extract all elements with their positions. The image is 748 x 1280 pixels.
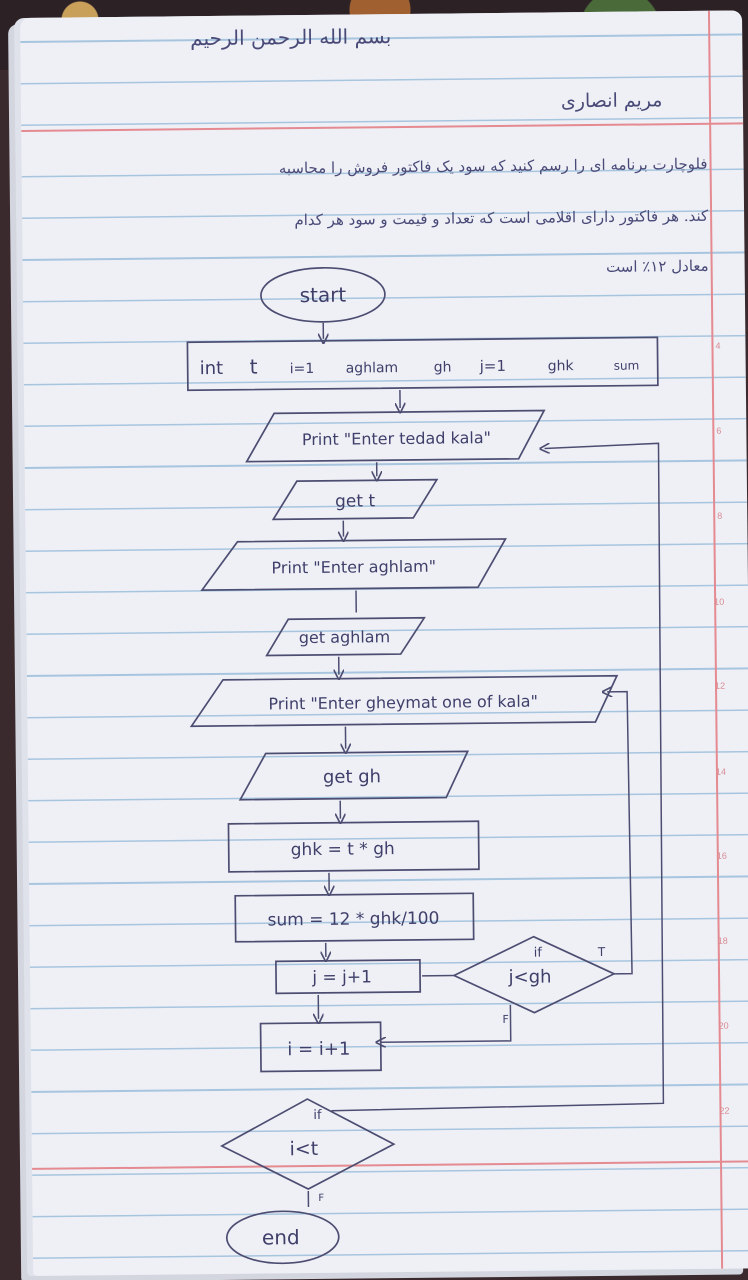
get-aghlam-label: get aghlam (299, 627, 390, 647)
calc-ghk-process (227, 820, 480, 873)
decision-i-condition: i<t (289, 1138, 318, 1160)
flowchart: start int t i=1 aghlam gh j=1 ghk sum Pr… (186, 266, 665, 1265)
inc-j-process (275, 959, 422, 995)
calc-sum-label: sum = 12 * ghk/100 (267, 909, 439, 931)
get-gh-io (238, 750, 470, 801)
inc-i-label: i = i+1 (287, 1039, 350, 1061)
decision-i-lt-t (219, 1098, 396, 1191)
init-var-type: int (200, 358, 224, 379)
print-gheymat-label: Print "Enter gheymat one of kala" (268, 692, 538, 714)
get-aghlam-io (265, 616, 426, 657)
calc-sum-process (234, 892, 475, 943)
decision-j-condition: j<gh (508, 966, 552, 987)
get-t-io (271, 478, 439, 521)
init-var-i: i=1 (290, 361, 315, 377)
print-tedad-io (245, 409, 546, 463)
decision-j-if: if (534, 946, 543, 961)
end-terminal (225, 1210, 340, 1265)
init-var-t: t (250, 355, 258, 379)
init-var-ghk: ghk (548, 358, 575, 374)
inc-j-label: j = j+1 (311, 967, 372, 988)
print-aghlam-label: Print "Enter aghlam" (271, 557, 436, 578)
connector-false-to-inci (380, 1004, 512, 1042)
print-gheymat-io (189, 674, 619, 728)
print-aghlam-io (200, 538, 507, 591)
inc-i-process (259, 1021, 382, 1073)
init-var-gh: gh (434, 360, 452, 376)
decision-i-if: if (313, 1108, 322, 1123)
init-var-j: j=1 (479, 357, 506, 375)
init-var-sum: sum (614, 359, 640, 373)
end-label: end (262, 1225, 300, 1249)
get-gh-label: get gh (323, 766, 381, 788)
loop-true-to-print-gheymat (607, 692, 633, 975)
init-declaration-box (186, 336, 659, 392)
loop-outer-to-print-tedad (331, 442, 665, 1112)
get-t-label: get t (335, 491, 376, 511)
calc-ghk-label: ghk = t * gh (291, 839, 395, 860)
start-terminal (260, 266, 386, 323)
decision-i-false-label: F (318, 1193, 324, 1204)
print-tedad-label: Print "Enter tedad kala" (302, 428, 491, 449)
notebook-page: 4 6 8 10 12 14 16 18 20 22 بسم الله الرح… (20, 10, 748, 1276)
decision-j-true-label: T (597, 945, 606, 959)
init-var-aghlam: aghlam (346, 360, 399, 377)
start-label: start (299, 283, 346, 307)
decision-j-false-label: F (502, 1013, 508, 1026)
